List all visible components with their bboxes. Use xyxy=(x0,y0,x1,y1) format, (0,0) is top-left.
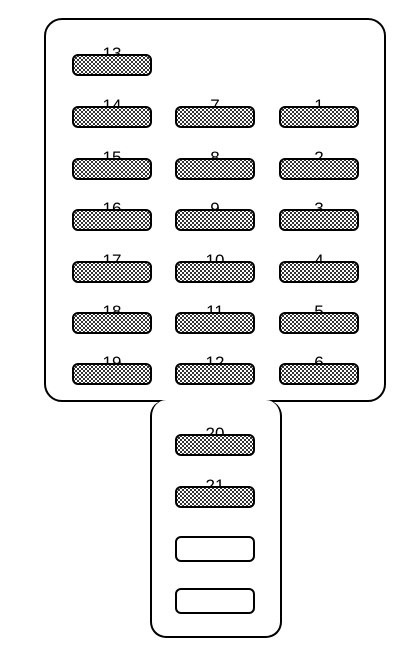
fuse-slot-13[interactable]: 13 xyxy=(72,45,152,76)
fuse-slot-15[interactable]: 15 xyxy=(72,149,152,180)
fuse-slot-12[interactable]: 12 xyxy=(175,354,255,385)
fuse[interactable] xyxy=(175,312,255,334)
fuse-number: 7 xyxy=(175,97,255,114)
fuse-number: 6 xyxy=(279,354,359,371)
fuse-slot-4[interactable]: 4 xyxy=(279,252,359,283)
fuse[interactable] xyxy=(279,209,359,231)
fuse-slot-11[interactable]: 11 xyxy=(175,303,255,334)
fuse[interactable] xyxy=(72,209,152,231)
fuse[interactable] xyxy=(72,106,152,128)
fuse[interactable] xyxy=(279,312,359,334)
fuse-slot-16[interactable]: 16 xyxy=(72,200,152,231)
fuse-slot-8[interactable]: 8 xyxy=(175,149,255,180)
fuse-number: 1 xyxy=(279,97,359,114)
fuse[interactable] xyxy=(175,363,255,385)
fuse[interactable] xyxy=(175,261,255,283)
fuse-slot-21[interactable]: 21 xyxy=(175,477,255,508)
fuse-number: 3 xyxy=(279,200,359,217)
fuse-slot-1[interactable]: 1 xyxy=(279,97,359,128)
fuse[interactable] xyxy=(72,363,152,385)
fuse-slot-14[interactable]: 14 xyxy=(72,97,152,128)
fuse-slot-9[interactable]: 9 xyxy=(175,200,255,231)
fuse[interactable] xyxy=(279,106,359,128)
fuse-slot-17[interactable]: 17 xyxy=(72,252,152,283)
fuse-slot-5[interactable]: 5 xyxy=(279,303,359,334)
fuse[interactable] xyxy=(72,261,152,283)
fuse[interactable] xyxy=(72,158,152,180)
fuse[interactable] xyxy=(72,54,152,76)
fuse[interactable] xyxy=(72,312,152,334)
fuse-slot-10[interactable]: 10 xyxy=(175,252,255,283)
fuse-slot-18[interactable]: 18 xyxy=(72,303,152,334)
fuse-slot-6[interactable]: 6 xyxy=(279,354,359,385)
fuse[interactable] xyxy=(279,363,359,385)
fuse-slot-19[interactable]: 19 xyxy=(72,354,152,385)
fuse[interactable] xyxy=(279,261,359,283)
fuse[interactable] xyxy=(175,486,255,508)
fuse-number: 9 xyxy=(175,200,255,217)
fuse[interactable] xyxy=(175,106,255,128)
fuse-slot-7[interactable]: 7 xyxy=(175,97,255,128)
fuse-slot-3[interactable]: 3 xyxy=(279,200,359,231)
fuse[interactable] xyxy=(175,209,255,231)
fuse-slot-20[interactable]: 20 xyxy=(175,425,255,456)
fuse-number: 8 xyxy=(175,149,255,166)
fuse[interactable] xyxy=(175,434,255,456)
fuse[interactable] xyxy=(175,158,255,180)
fuse-number: 2 xyxy=(279,149,359,166)
fuse-number: 5 xyxy=(279,303,359,320)
fuse-slot-2[interactable]: 2 xyxy=(279,149,359,180)
empty-fuse-slot[interactable] xyxy=(175,536,255,562)
empty-fuse-slot[interactable] xyxy=(175,588,255,614)
fuse-number: 4 xyxy=(279,252,359,269)
fuse[interactable] xyxy=(279,158,359,180)
